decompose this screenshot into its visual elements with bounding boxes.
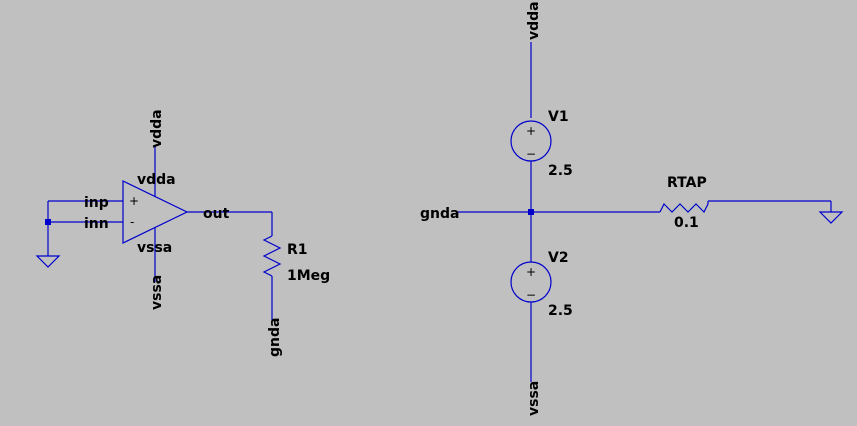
opamp-plus-sign: +: [129, 194, 139, 208]
v1-plus-sign: +: [526, 124, 536, 138]
opamp-vssa-pin-label: vssa: [137, 240, 172, 256]
ground-symbol-left[interactable]: [35, 255, 61, 268]
supply-circuit: vdda + − V1 2.5 gnda + − V2 2.5 vssa RTA…: [420, 1, 844, 416]
v1-minus-sign: −: [526, 147, 536, 161]
center-junction: [528, 209, 534, 215]
opamp-out-label: out: [203, 206, 230, 222]
opamp-symbol[interactable]: [122, 180, 189, 244]
v2-minus-sign: −: [526, 288, 536, 302]
opamp-circuit: + - vdda vssa vdda vssa inp inn out R1 1…: [35, 109, 330, 357]
v1-value-label: 2.5: [548, 163, 573, 179]
net-label-vdda-v1[interactable]: vdda: [526, 1, 542, 40]
rtap-resistor-symbol[interactable]: [659, 201, 709, 214]
net-label-vssa-v2[interactable]: vssa: [526, 381, 542, 416]
r1-name-label: R1: [287, 242, 308, 258]
opamp-inp-label: inp: [84, 195, 109, 211]
v2-plus-sign: +: [526, 265, 536, 279]
ground-symbol-right[interactable]: [818, 211, 844, 224]
input-junction: [45, 219, 51, 225]
opamp-inn-label: inn: [84, 216, 109, 232]
opamp-minus-sign: -: [130, 215, 134, 229]
r1-resistor-symbol[interactable]: [262, 235, 282, 277]
v1-name-label: V1: [548, 109, 569, 125]
rtap-value-label: 0.1: [674, 215, 699, 231]
net-label-gnda-r1[interactable]: gnda: [267, 318, 283, 357]
net-label-vdda-opamp[interactable]: vdda: [149, 109, 165, 148]
v2-value-label: 2.5: [548, 303, 573, 319]
rtap-name-label: RTAP: [667, 175, 707, 191]
v2-name-label: V2: [548, 250, 569, 266]
r1-value-label: 1Meg: [287, 268, 330, 284]
opamp-vdda-pin-label: vdda: [137, 172, 176, 188]
net-label-gnda-mid[interactable]: gnda: [420, 206, 459, 222]
net-label-vssa-opamp[interactable]: vssa: [149, 275, 165, 310]
